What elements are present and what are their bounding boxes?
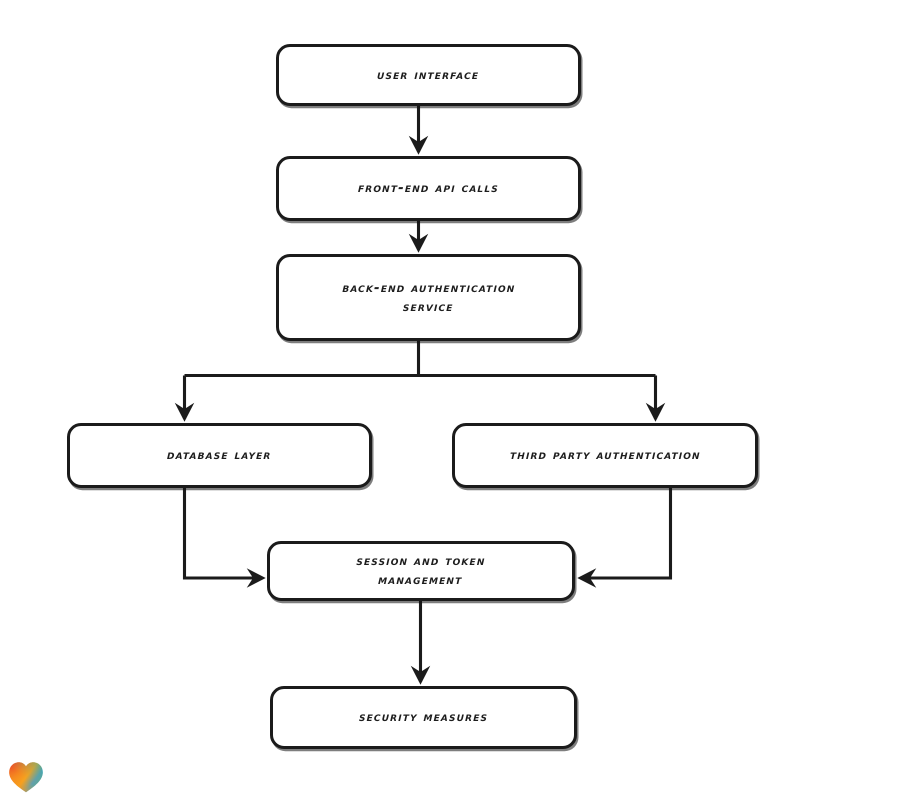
node-session-and-token-management[interactable]: Session and Token Management xyxy=(267,541,575,601)
node-user-interface[interactable]: User Interface xyxy=(276,44,581,106)
node-label-user-interface: User Interface xyxy=(377,66,480,83)
heart-icon xyxy=(9,762,43,793)
node-label-back-end-authentication-service: Back-End Authentication Service xyxy=(342,279,516,315)
node-database-layer[interactable]: Database Layer xyxy=(67,423,372,488)
node-label-database-layer: Database Layer xyxy=(166,447,273,463)
node-label-session-and-token-management: Session and Token Management xyxy=(356,553,487,588)
node-front-end-api-calls[interactable]: Front-End API Calls xyxy=(276,156,581,221)
node-third-party-authentication[interactable]: Third Party Authentication xyxy=(452,423,758,488)
node-label-front-end-api-calls: Front-End API Calls xyxy=(357,180,500,196)
node-security-measures[interactable]: Security Measures xyxy=(270,686,577,749)
edge-thirdparty-to-session xyxy=(577,488,673,588)
node-label-third-party-authentication: Third Party Authentication xyxy=(509,447,701,463)
node-label-security-measures: Security Measures xyxy=(358,709,489,725)
edge-database-to-session xyxy=(182,488,266,588)
node-back-end-authentication-service[interactable]: Back-End Authentication Service xyxy=(276,254,581,341)
